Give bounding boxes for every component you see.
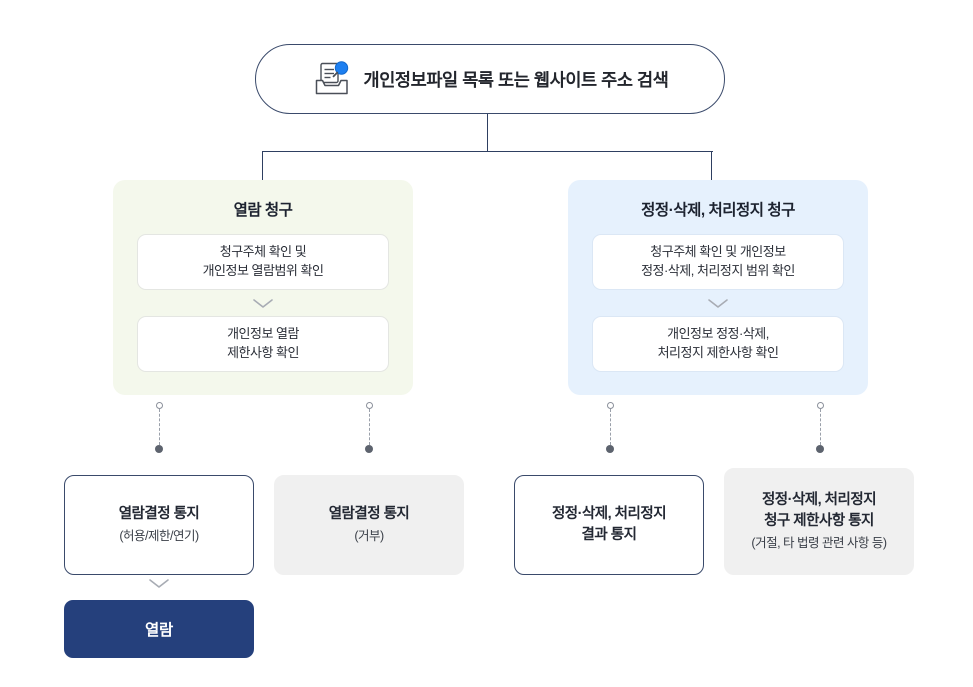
dotted-connector (604, 402, 616, 453)
connector-stem (487, 114, 489, 152)
search-entry-node[interactable]: 개인정보파일 목록 또는 웹사이트 주소 검색 (255, 44, 725, 114)
step-line: 제한사항 확인 (227, 345, 299, 360)
dashed-line (368, 409, 370, 445)
result-main-line: 결과 통지 (581, 527, 637, 543)
step-card-modify-2: 개인정보 정정·삭제, 처리정지 제한사항 확인 (592, 316, 844, 372)
step-card-modify-1: 청구주체 확인 및 개인정보 정정·삭제, 처리정지 범위 확인 (592, 234, 844, 290)
dot-hollow-icon (155, 402, 163, 409)
result-box-read-decision-deny: 열람결정 통지 (거부) (274, 475, 464, 575)
branch-title-read: 열람 청구 (233, 202, 293, 219)
result-sub-line: (거절, 타 법령 관련 사항 등) (751, 536, 887, 551)
step-card-read-2: 개인정보 열람 제한사항 확인 (137, 316, 389, 372)
branch-title-modify: 정정·삭제, 처리정지 청구 (641, 202, 795, 219)
step-line: 개인정보 열람범위 확인 (202, 263, 324, 278)
result-main-line: 정정·삭제, 처리정지 (551, 506, 667, 523)
search-entry-label: 개인정보파일 목록 또는 웹사이트 주소 검색 (363, 69, 669, 90)
connector-drop-right (711, 151, 713, 181)
result-main-line: 열람결정 통지 (118, 505, 200, 522)
dotted-connector (363, 402, 375, 453)
dashed-line (158, 409, 160, 445)
step-line: 처리정지 제한사항 확인 (657, 345, 779, 360)
document-search-icon (312, 60, 352, 98)
step-line: 청구주체 확인 및 개인정보 (650, 244, 786, 260)
step-line: 개인정보 정정·삭제, (667, 326, 769, 342)
dotted-connector (814, 402, 826, 453)
result-box-read-decision-allow: 열람결정 통지 (허용/제한/연기) (64, 475, 254, 575)
step-line: 청구주체 확인 및 (219, 244, 307, 260)
chevron-down-icon (568, 290, 868, 316)
result-main-line: 열람결정 통지 (328, 505, 410, 522)
dot-filled-icon (816, 445, 824, 453)
connector-drop-left (262, 151, 264, 181)
result-box-modify-result: 정정·삭제, 처리정지 결과 통지 (514, 475, 704, 575)
step-card-read-1: 청구주체 확인 및 개인정보 열람범위 확인 (137, 234, 389, 290)
branch-panel-read: 열람 청구 청구주체 확인 및 개인정보 열람범위 확인 개인정보 열람 제한사… (113, 180, 413, 395)
chevron-down-icon (113, 290, 413, 316)
result-sub-line: (거부) (354, 529, 384, 544)
final-action-label: 열람 (145, 622, 173, 639)
result-box-modify-restriction: 정정·삭제, 처리정지 청구 제한사항 통지 (거절, 타 법령 관련 사항 등… (724, 468, 914, 575)
dot-hollow-icon (606, 402, 614, 409)
dashed-line (819, 409, 821, 445)
result-main-line: 정정·삭제, 처리정지 (761, 492, 877, 509)
dot-hollow-icon (365, 402, 373, 409)
dot-filled-icon (606, 445, 614, 453)
chevron-down-icon (148, 578, 170, 590)
dotted-connector (153, 402, 165, 453)
dashed-line (609, 409, 611, 445)
dot-filled-icon (155, 445, 163, 453)
step-line: 정정·삭제, 처리정지 범위 확인 (641, 263, 795, 278)
connector-horizontal (262, 151, 713, 153)
result-main-line: 청구 제한사항 통지 (764, 512, 874, 529)
final-action-button[interactable]: 열람 (64, 600, 254, 658)
branch-panel-modify: 정정·삭제, 처리정지 청구 청구주체 확인 및 개인정보 정정·삭제, 처리정… (568, 180, 868, 395)
result-sub-line: (허용/제한/연기) (119, 529, 199, 544)
dot-filled-icon (365, 445, 373, 453)
step-line: 개인정보 열람 (227, 326, 299, 342)
dot-hollow-icon (816, 402, 824, 409)
